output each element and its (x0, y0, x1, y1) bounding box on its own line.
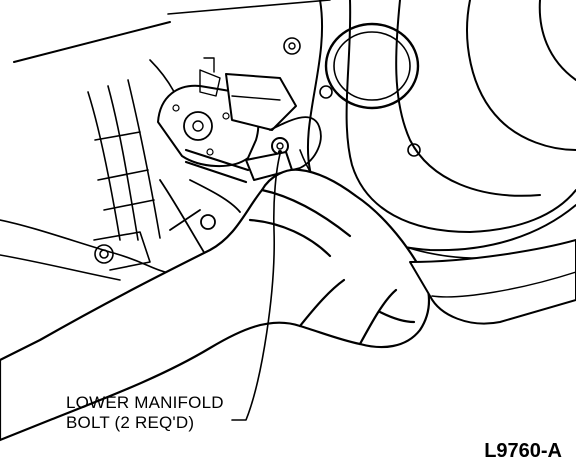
callout-line-2: BOLT (2 REQ'D) (66, 413, 195, 432)
throttle-body (157, 57, 297, 168)
callout-leader (231, 153, 281, 421)
callout-line-1: LOWER MANIFOLD (66, 393, 224, 412)
cover-plate (409, 239, 576, 325)
figure-id: L9760-A (484, 440, 562, 462)
frame-line (13, 21, 171, 63)
bracket-bolt (93, 231, 151, 271)
engine-block (0, 59, 191, 281)
intake-port (324, 22, 420, 110)
bolt-callout: LOWER MANIFOLD BOLT (2 REQ'D) (66, 393, 224, 433)
